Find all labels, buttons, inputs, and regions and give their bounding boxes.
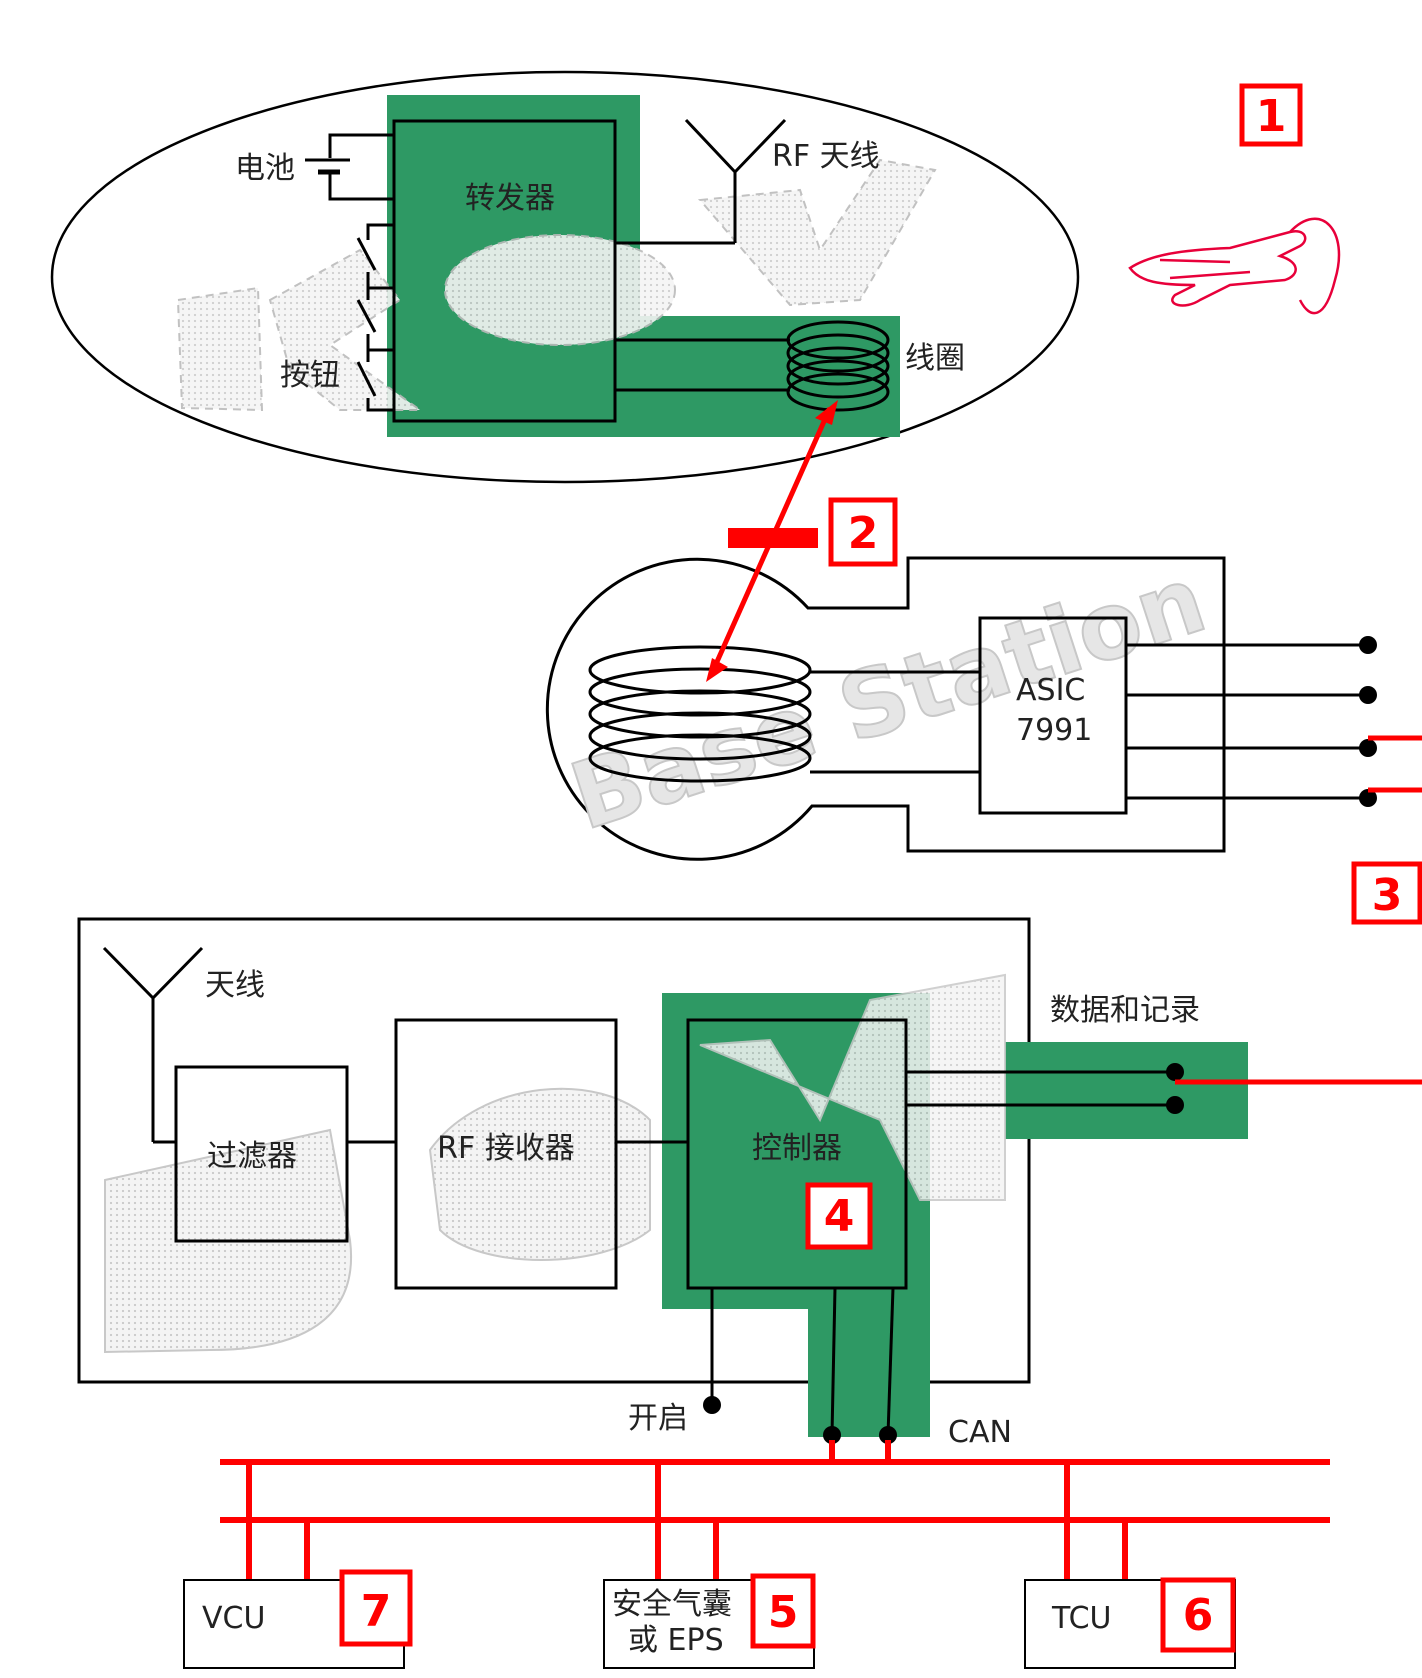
- transponder-label: 转发器: [465, 181, 555, 216]
- base-station-outline: [545, 556, 1226, 861]
- controller-label: 控制器: [752, 1131, 842, 1166]
- transponder-box: [392, 119, 617, 423]
- can-bus: [220, 1440, 1330, 1580]
- vcu-label: VCU: [202, 1601, 265, 1636]
- can-terminal: [879, 1426, 897, 1444]
- badge-3: 3: [1351, 861, 1422, 925]
- svg-text:3: 3: [1372, 870, 1403, 921]
- svg-text:7: 7: [361, 1586, 392, 1637]
- data-port-terminal: [1166, 1063, 1184, 1081]
- battery-icon: [305, 133, 394, 201]
- coil-label: 线圈: [905, 341, 965, 376]
- badge-7: 7: [339, 1569, 413, 1647]
- airbag-label-line2: 或 EPS: [628, 1623, 724, 1658]
- hand-icon: [1128, 217, 1341, 315]
- key-fob-section: 转发器 电池 按钮 RF 天线: [50, 70, 1080, 484]
- can-highlight: [808, 1300, 930, 1437]
- badge-1: 1: [1239, 83, 1303, 147]
- badge-6: 6: [1160, 1577, 1236, 1653]
- bcm-outline: [77, 917, 1031, 1384]
- asic-chip-box: [978, 616, 1128, 815]
- can-terminal: [823, 1426, 841, 1444]
- asic-terminals: [1359, 636, 1377, 807]
- battery-label: 电池: [235, 151, 295, 186]
- can-label: CAN: [948, 1415, 1012, 1450]
- svg-text:1: 1: [1256, 91, 1287, 142]
- button-switches-icon: [356, 223, 394, 412]
- asic-label-line2: 7991: [1016, 713, 1092, 748]
- enable-terminal: [703, 1396, 721, 1414]
- data-port-terminal: [1166, 1096, 1184, 1114]
- asic-red-links: [1368, 735, 1422, 793]
- filter-box: [174, 1065, 349, 1243]
- rf-receiver-box: [394, 1018, 618, 1290]
- fob-coil-icon: [615, 320, 890, 412]
- rf-link-arrow: [706, 400, 838, 682]
- can-lines: [830, 1287, 895, 1436]
- rf-link-marker: [728, 528, 818, 548]
- tcu-label: TCU: [1051, 1601, 1111, 1636]
- base-coil-icon: [588, 645, 980, 783]
- svg-text:2: 2: [848, 508, 879, 559]
- airbag-label-line1: 安全气囊: [612, 1587, 732, 1622]
- key-watermark: [176, 158, 937, 412]
- badge-2: 2: [828, 497, 898, 567]
- controller-box: [686, 1018, 908, 1290]
- filter-label: 过滤器: [207, 1139, 297, 1174]
- svg-text:6: 6: [1183, 1590, 1214, 1641]
- base-station-section: Base Station ASIC 7991: [545, 545, 1422, 861]
- bcm-antenna-icon: [102, 946, 204, 1144]
- asic-pins: [1126, 643, 1368, 800]
- enable-label: 开启: [628, 1401, 688, 1436]
- svg-text:5: 5: [768, 1587, 799, 1638]
- badge-4: 4: [805, 1182, 873, 1250]
- rf-antenna-label: RF 天线: [772, 139, 880, 174]
- rf-receiver-label: RF 接收器: [437, 1131, 575, 1166]
- data-record-lines: [906, 1070, 1175, 1107]
- data-port-highlight: [1005, 1042, 1248, 1139]
- bcm-section: 天线 过滤器 RF 接收器 控制器 数据和记录 开启 CAN: [77, 917, 1422, 1450]
- bcm-antenna-label: 天线: [205, 968, 265, 1003]
- key-fob-outline: [50, 70, 1080, 484]
- rf-antenna-icon: [615, 118, 787, 245]
- badge-5: 5: [750, 1573, 816, 1649]
- data-record-label: 数据和记录: [1050, 993, 1200, 1028]
- asic-label-line1: ASIC: [1016, 673, 1085, 708]
- svg-text:4: 4: [824, 1191, 855, 1242]
- buttons-label: 按钮: [280, 358, 340, 393]
